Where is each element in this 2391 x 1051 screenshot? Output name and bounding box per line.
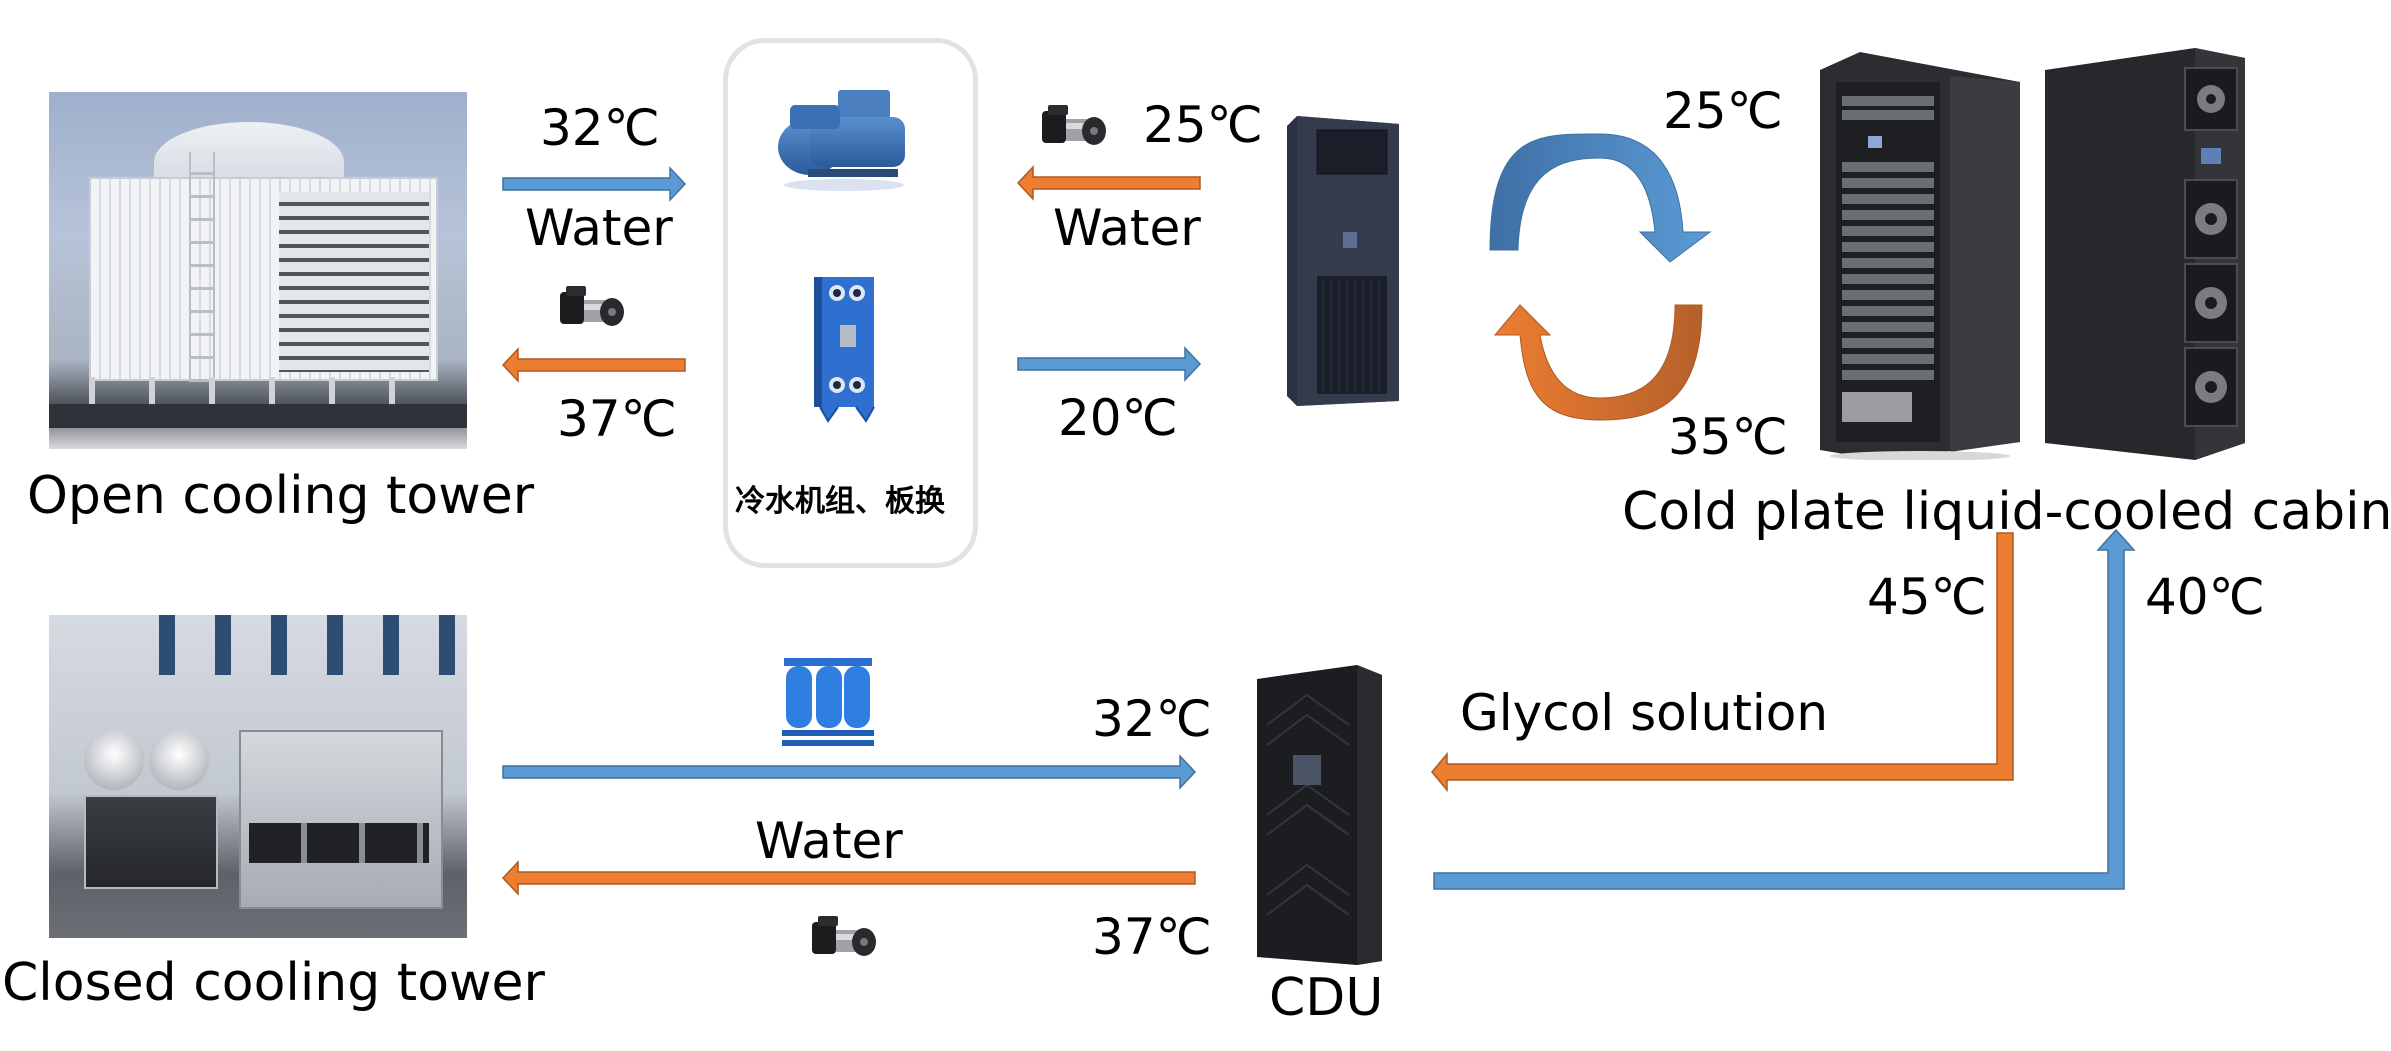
air-loop-hot-temp: 35℃ <box>1668 408 1788 466</box>
glycol-medium: Glycol solution <box>1460 684 1829 742</box>
building-windows <box>119 615 459 675</box>
closed-loop-medium: Water <box>755 812 903 870</box>
precision-air-conditioner-icon <box>1287 116 1399 406</box>
chiller-icon <box>778 90 905 191</box>
open-loop-supply-temp: 32℃ <box>540 99 660 157</box>
glycol-return-arrow <box>1431 532 2014 793</box>
open-loop-medium: Water <box>525 199 673 257</box>
pump-icon <box>560 286 624 326</box>
glycol-in-temp: 40℃ <box>2145 568 2265 626</box>
air-loop-cold-temp: 25℃ <box>1663 82 1783 140</box>
closed-cooling-tower-image <box>49 615 467 938</box>
water-tank <box>149 730 209 790</box>
plate-heat-exchanger-icon <box>814 277 875 423</box>
air-loop-hot-arc <box>1493 304 1703 421</box>
chilled-loop-return-temp: 25℃ <box>1143 96 1263 154</box>
chiller-plate-hx-panel <box>723 38 978 568</box>
pump-icon <box>1042 105 1106 145</box>
server-cabinet-fan-door-icon <box>2045 48 2245 460</box>
closed-tower-unit <box>239 730 443 909</box>
closed-loop-supply-temp: 32℃ <box>1092 690 1212 748</box>
closed-loop-return-temp: 37℃ <box>1092 908 1212 966</box>
chiller-plate-hx-label: 冷水机组、板换 <box>735 484 945 519</box>
chilled-loop-supply-temp: 20℃ <box>1058 389 1178 447</box>
chilled-loop-return-arrow <box>1016 165 1201 201</box>
closed-tower-grille <box>249 823 429 863</box>
tower-ladder <box>189 152 215 382</box>
cdu-label: CDU <box>1269 968 1384 1028</box>
server-cabinet-front-icon <box>1820 52 2020 460</box>
open-loop-return-arrow <box>501 347 686 383</box>
glycol-supply-arrow <box>1433 528 2136 890</box>
open-loop-supply-arrow <box>502 166 687 202</box>
cold-plate-cabinet-label: Cold plate liquid-cooled cabinet <box>1622 482 2391 542</box>
tank-stand <box>84 795 218 889</box>
water-filter-icon <box>782 658 874 746</box>
water-tank <box>84 730 144 790</box>
air-loop-cold-arc <box>1489 133 1712 263</box>
pump-icon <box>812 916 876 956</box>
open-cooling-tower-label: Open cooling tower <box>27 466 535 526</box>
open-cooling-tower-image <box>49 92 467 449</box>
closed-cooling-tower-label: Closed cooling tower <box>2 953 545 1013</box>
tower-louvers <box>279 192 429 372</box>
chilled-loop-medium: Water <box>1053 199 1201 257</box>
tower-legs <box>89 377 434 407</box>
tower-pipe <box>49 404 467 428</box>
glycol-out-temp: 45℃ <box>1867 568 1987 626</box>
closed-loop-supply-arrow <box>502 754 1197 790</box>
chilled-loop-supply-arrow <box>1017 346 1202 382</box>
closed-loop-return-arrow <box>501 860 1196 896</box>
open-loop-return-temp: 37℃ <box>557 390 677 448</box>
cdu-icon <box>1257 665 1382 965</box>
